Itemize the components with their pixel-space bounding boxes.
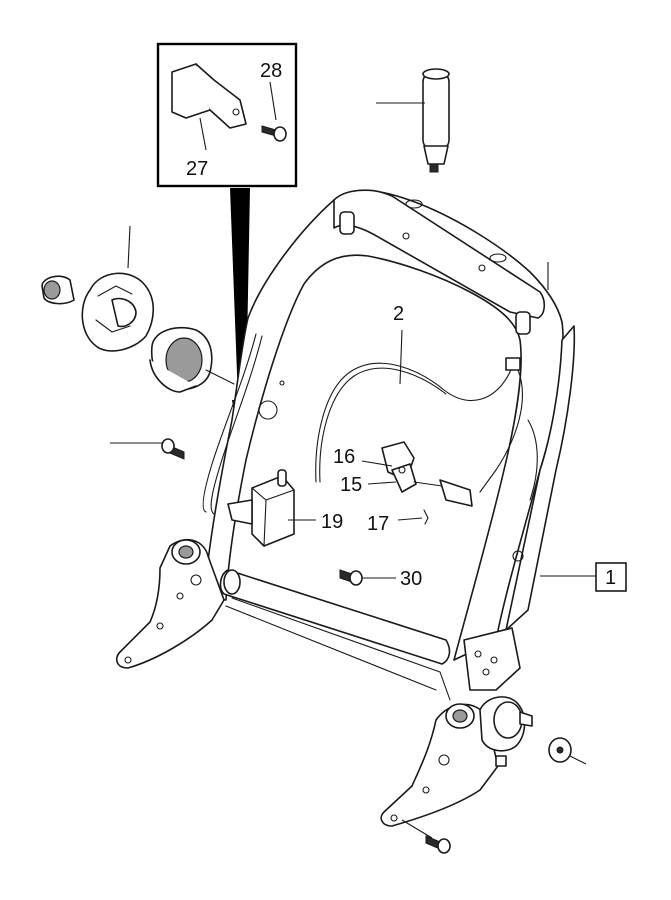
headrest-guide-tube bbox=[422, 68, 450, 173]
leader-15 bbox=[367, 481, 397, 485]
backrest-frame bbox=[202, 189, 576, 701]
callout-28: 28 bbox=[260, 60, 282, 82]
callout-17: 17 bbox=[367, 513, 389, 535]
callout-box-1: 1 bbox=[540, 562, 627, 592]
screw-part-28 bbox=[261, 125, 287, 142]
leader-27 bbox=[199, 117, 207, 151]
left-screw bbox=[110, 438, 185, 460]
inset-detail-box: 28 27 bbox=[156, 42, 298, 188]
recliner-knob-assembly bbox=[41, 225, 235, 393]
pin-part-17 bbox=[423, 509, 429, 525]
callout-1: 1 bbox=[605, 567, 616, 589]
screw-part-30 bbox=[339, 569, 363, 586]
block-part-19 bbox=[227, 469, 295, 547]
callout-2: 2 bbox=[393, 303, 404, 325]
leader-28 bbox=[269, 81, 277, 121]
leader-17 bbox=[397, 517, 423, 521]
right-hinge-bracket bbox=[380, 703, 507, 827]
recliner-hub bbox=[479, 696, 533, 752]
bracket-part-27 bbox=[171, 63, 247, 129]
callout-15: 15 bbox=[340, 474, 362, 496]
leader-16 bbox=[361, 460, 393, 467]
callout-30: 30 bbox=[400, 568, 422, 590]
callout-27: 27 bbox=[186, 158, 208, 180]
washer bbox=[548, 737, 587, 765]
leader-2 bbox=[399, 329, 403, 385]
callout-19: 19 bbox=[321, 511, 343, 533]
cable-part-2 bbox=[315, 357, 523, 493]
left-hinge-bracket bbox=[115, 538, 225, 669]
bottom-screw bbox=[401, 819, 451, 854]
latch-parts-15-16 bbox=[381, 441, 473, 507]
callout-16: 16 bbox=[333, 446, 355, 468]
arrow-from-inset bbox=[230, 188, 252, 448]
